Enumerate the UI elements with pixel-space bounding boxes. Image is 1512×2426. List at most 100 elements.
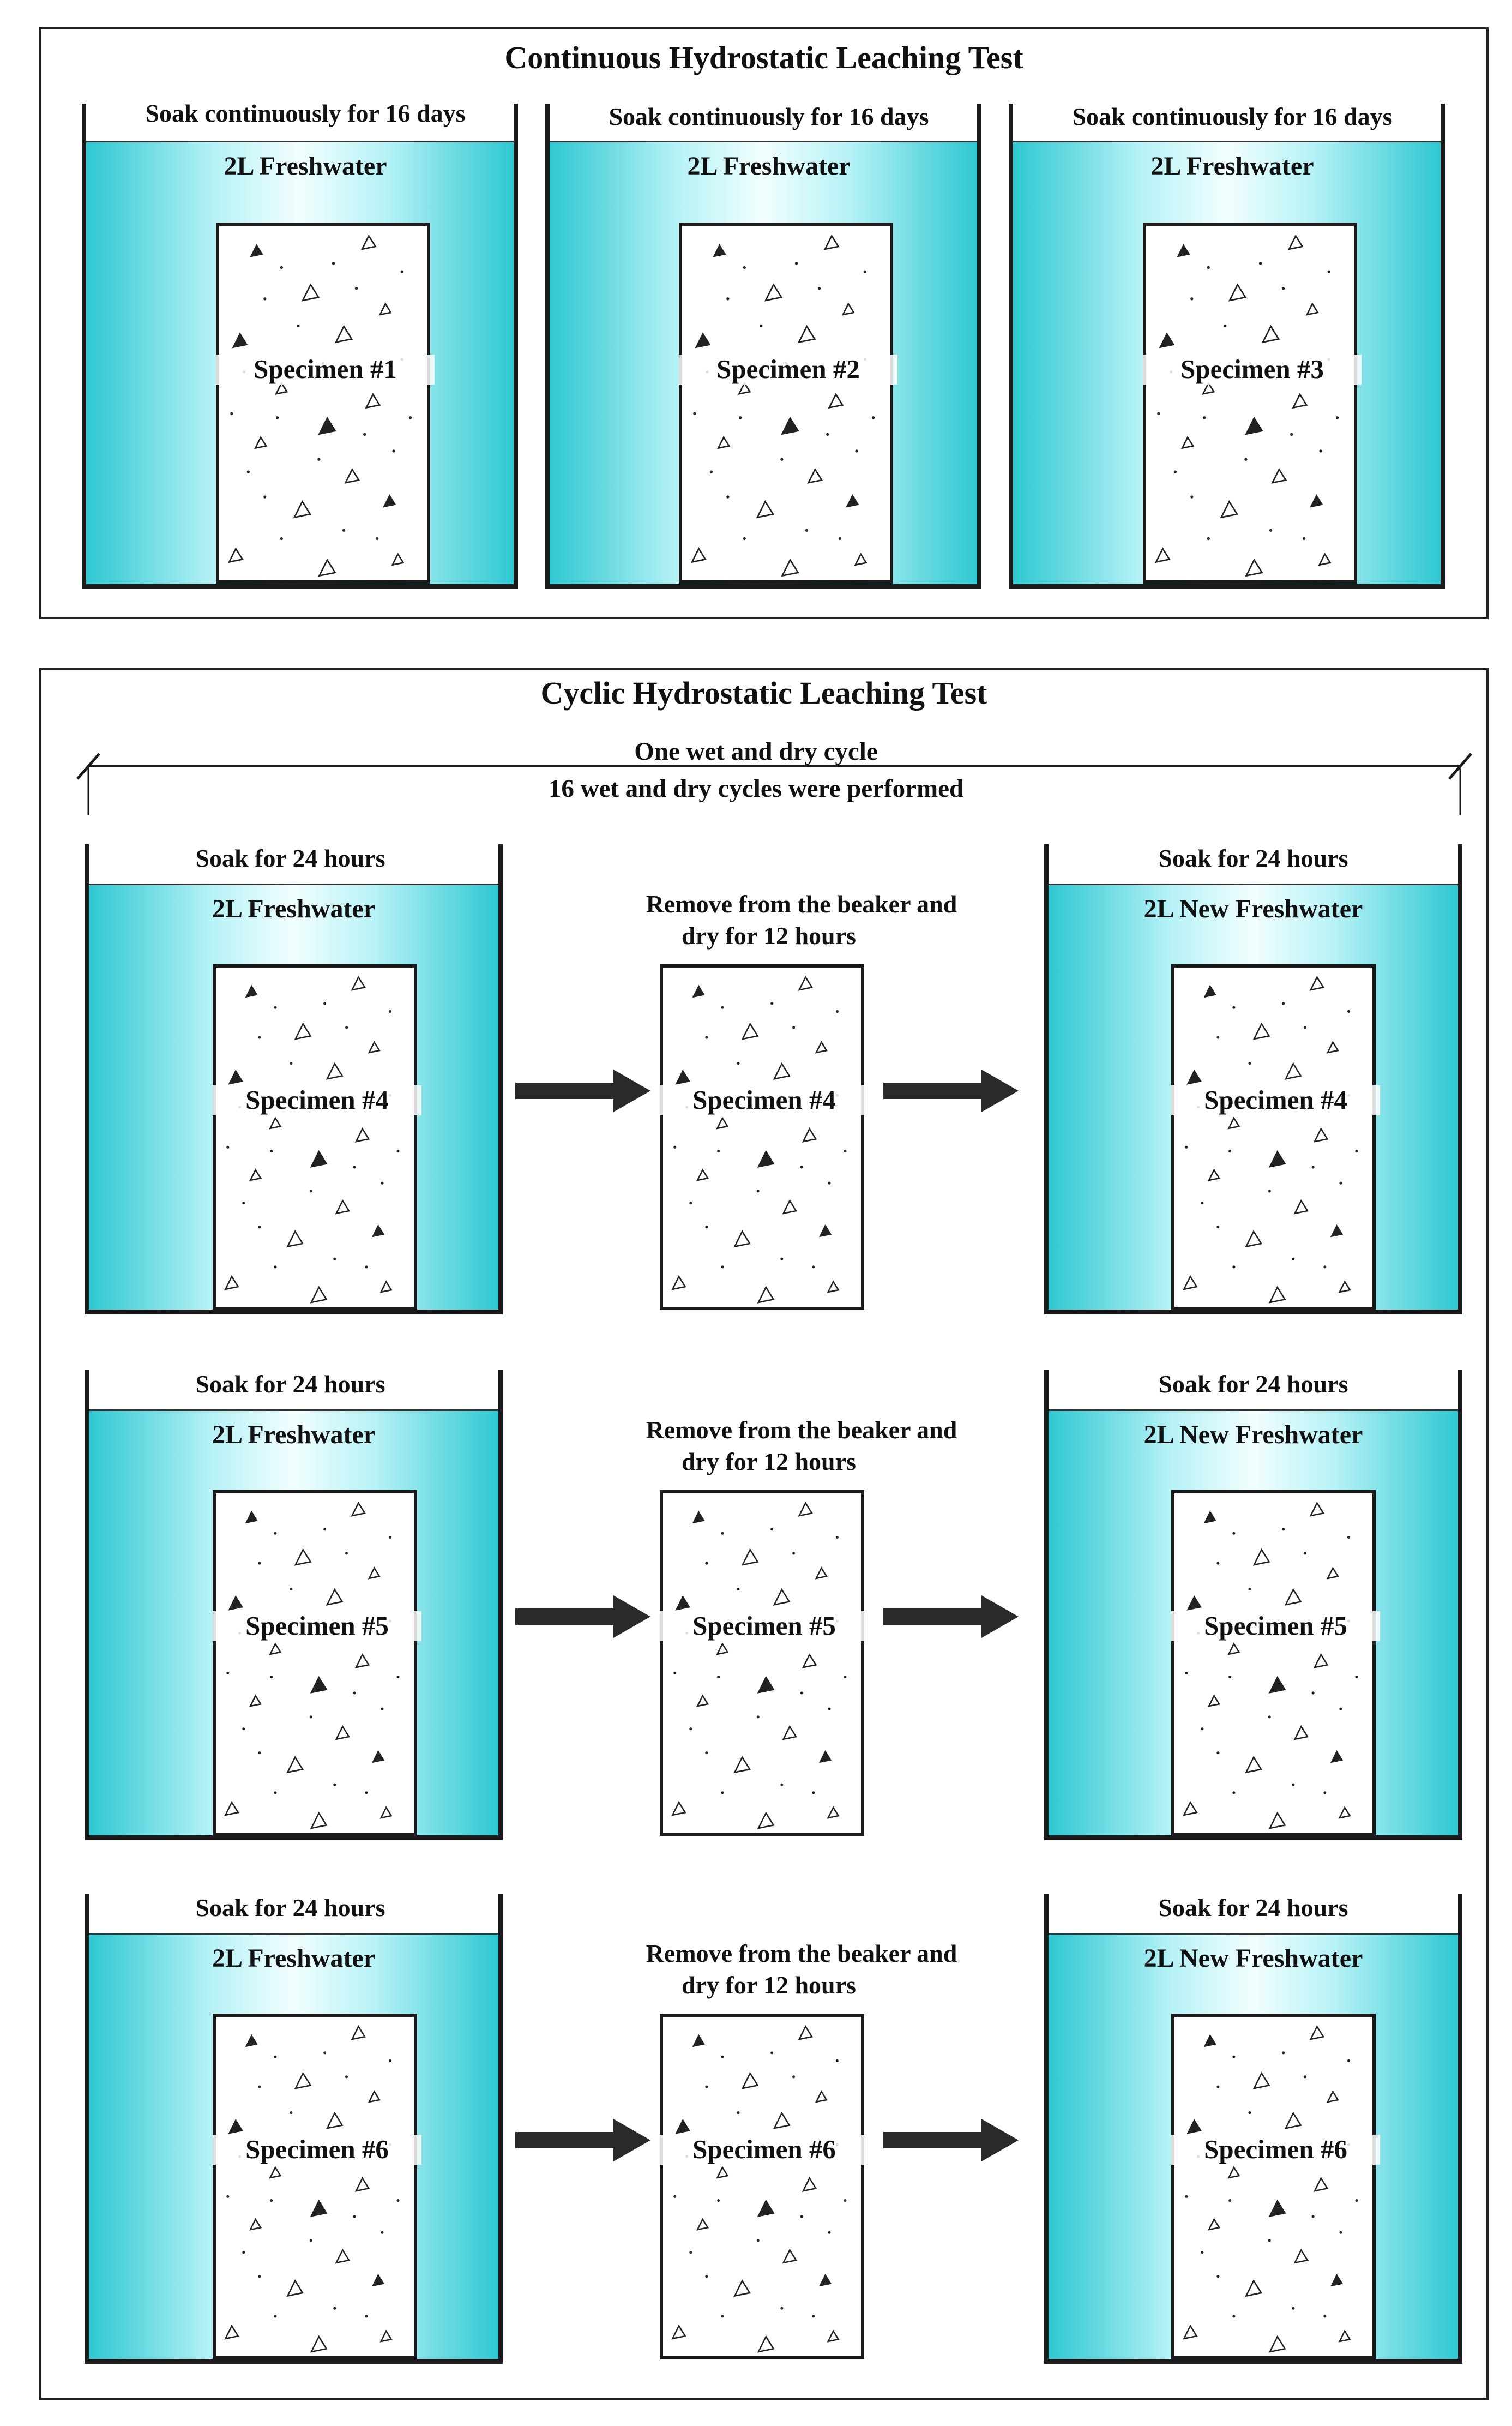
aggregate-dot <box>309 2239 312 2242</box>
aggregate-dot <box>1282 1002 1285 1005</box>
aggregate-mark <box>815 2090 828 2103</box>
aggregate-dot <box>721 1532 724 1535</box>
aggregate-dot <box>1201 1202 1204 1205</box>
aggregate-dot <box>1355 2199 1358 2202</box>
arrow-right-icon <box>883 1070 1019 1112</box>
aggregate-mark <box>1207 2218 1221 2231</box>
aggregate-dot <box>1311 2215 1315 2218</box>
aggregate-dot <box>1304 1026 1307 1029</box>
aggregate-dot <box>388 1010 391 1013</box>
aggregate-mark <box>733 2279 751 2297</box>
aggregate-mark <box>1245 1230 1263 1248</box>
aggregate-texture <box>227 234 412 577</box>
aggregate-mark <box>371 1750 385 1763</box>
aggregate-dot <box>274 1265 277 1269</box>
cyclic-test-panel: Cyclic Hydrostatic Leaching Test <box>39 668 1489 2400</box>
specimen-5-rewet-label: Specimen #5 <box>1171 1611 1380 1641</box>
aggregate-mark <box>249 1168 262 1181</box>
aggregate-dot <box>721 2055 724 2058</box>
aggregate-dot <box>721 1265 724 1269</box>
aggregate-mark <box>1268 1150 1286 1168</box>
aggregate-texture <box>671 2025 847 2353</box>
aggregate-mark <box>782 1725 797 1740</box>
aggregate-mark <box>696 2218 709 2231</box>
aggregate-dot <box>388 2059 391 2063</box>
aggregate-dot <box>230 412 233 415</box>
aggregate-dot <box>1311 1691 1315 1695</box>
aggregate-dot <box>290 1062 293 1065</box>
aggregate-dot <box>689 2251 692 2254</box>
aggregate-mark <box>1284 2111 1302 2129</box>
aggregate-mark <box>1284 1062 1302 1080</box>
aggregate-mark <box>1271 467 1287 484</box>
aggregate-dot <box>673 1145 677 1149</box>
water-label-row-2-right: 2L New Freshwater <box>1143 1420 1363 1449</box>
specimen-2-label: Specimen #2 <box>679 354 897 385</box>
water-label-specimen-3: 2L Freshwater <box>1150 152 1314 181</box>
aggregate-mark <box>716 435 731 449</box>
aggregate-dot <box>333 2307 336 2310</box>
cycles-note: 16 wet and dry cycles were performed <box>548 774 964 803</box>
aggregate-dot <box>792 2075 796 2079</box>
aggregate-dot <box>705 1562 708 1565</box>
aggregate-dot <box>332 262 335 265</box>
aggregate-dot <box>1268 1190 1271 1193</box>
aggregate-mark <box>1330 1750 1344 1763</box>
aggregate-dot <box>770 1002 774 1005</box>
aggregate-dot <box>817 287 821 290</box>
aggregate-dot <box>1228 2199 1232 2202</box>
aggregate-mark <box>383 494 396 508</box>
specimen-6-dry <box>660 2014 864 2359</box>
aggregate-mark <box>1252 1548 1270 1566</box>
aggregate-mark <box>1186 1595 1202 1611</box>
specimen-5-dry-label: Specimen #5 <box>660 1611 869 1641</box>
aggregate-dot <box>705 1751 708 1755</box>
aggregate-dot <box>1248 2111 1251 2115</box>
water-label-row-2-left: 2L Freshwater <box>212 1420 376 1449</box>
aggregate-texture <box>1154 234 1339 577</box>
aggregate-dot <box>274 2055 277 2058</box>
aggregate-mark <box>371 1224 385 1238</box>
aggregate-dot <box>1281 287 1285 290</box>
aggregate-dot <box>1347 1010 1350 1013</box>
water-label-specimen-2: 2L Freshwater <box>687 152 851 181</box>
aggregate-mark <box>269 1642 282 1655</box>
aggregate-mark <box>326 1588 344 1606</box>
dry-label-row-2-line-1: Remove from the beaker and <box>646 1416 957 1444</box>
aggregate-mark <box>716 1642 729 1655</box>
aggregate-dot <box>717 1150 720 1153</box>
aggregate-dot <box>276 416 279 419</box>
aggregate-mark <box>351 975 366 991</box>
aggregate-mark <box>1293 1199 1309 1215</box>
specimen-6-rewet-label: Specimen #6 <box>1171 2134 1380 2165</box>
aggregate-mark <box>1227 2166 1240 2179</box>
aggregate-dot <box>1248 1062 1251 1065</box>
aggregate-mark <box>741 1022 759 1040</box>
aggregate-dot <box>258 1226 261 1229</box>
aggregate-dot <box>705 1036 708 1039</box>
specimen-4-wet <box>213 964 417 1310</box>
aggregate-mark <box>846 494 859 508</box>
aggregate-mark <box>1186 1069 1202 1085</box>
specimen-5-wet-label: Specimen #5 <box>213 1611 421 1641</box>
aggregate-dot <box>1248 1588 1251 1591</box>
aggregate-mark <box>228 1595 243 1611</box>
aggregate-dot <box>826 433 829 436</box>
aggregate-dot <box>1216 1226 1220 1229</box>
aggregate-dot <box>1335 416 1339 419</box>
aggregate-dot <box>689 1202 692 1205</box>
aggregate-mark <box>802 2177 817 2192</box>
aggregate-mark <box>815 1566 828 1580</box>
aggregate-mark <box>379 1806 393 1819</box>
aggregate-dot <box>705 2275 708 2278</box>
specimen-5-rewet <box>1171 1490 1376 1836</box>
aggregate-dot <box>1201 2251 1204 2254</box>
aggregate-mark <box>737 381 751 395</box>
aggregate-mark <box>228 1069 243 1085</box>
aggregate-mark <box>1268 1286 1286 1304</box>
aggregate-mark <box>1183 1800 1198 1816</box>
aggregate-mark <box>823 234 840 250</box>
aggregate-mark <box>1330 2273 1344 2287</box>
aggregate-dot <box>705 2085 708 2088</box>
aggregate-dot <box>800 1691 803 1695</box>
